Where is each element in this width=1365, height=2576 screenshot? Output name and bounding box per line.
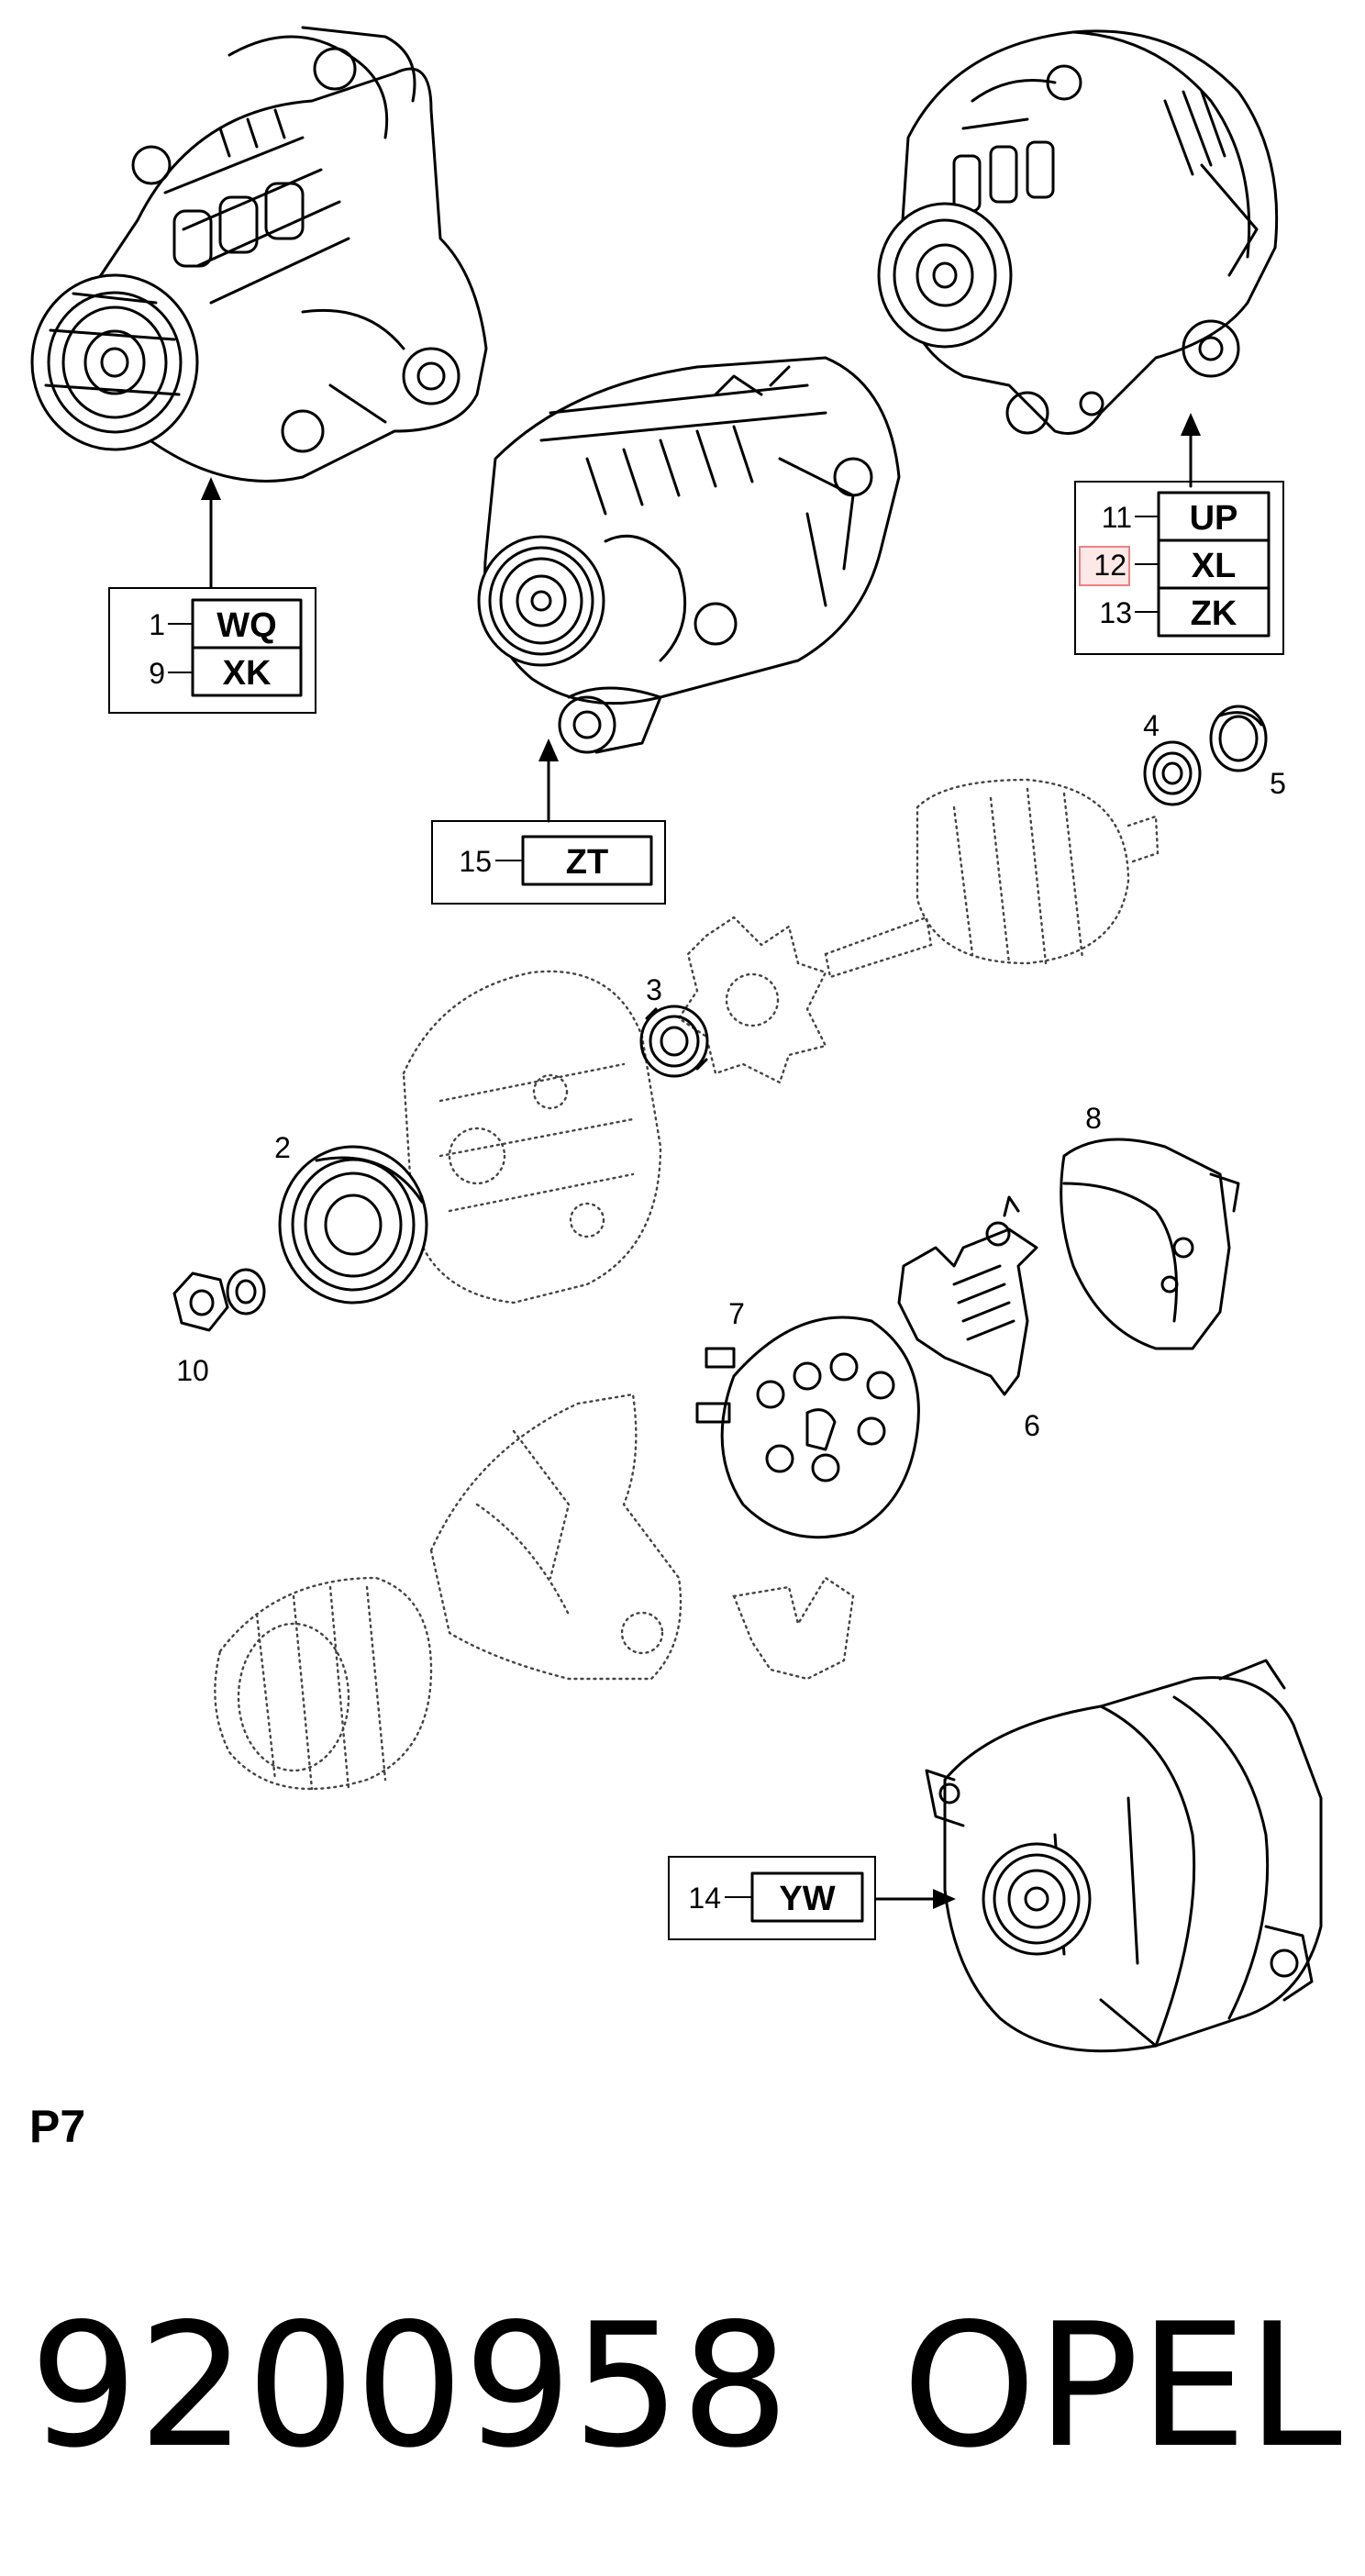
part-label-pulley: 2 bbox=[274, 1131, 291, 1164]
part-label-regulator: 6 bbox=[1024, 1409, 1040, 1442]
callout-number: 13 bbox=[1099, 596, 1132, 629]
variant-code: ZK bbox=[1191, 594, 1237, 633]
callout-frame bbox=[1074, 481, 1284, 655]
section-label: P7 bbox=[29, 2101, 85, 2152]
alternator-center-illustration bbox=[477, 356, 901, 754]
arrow-head-up-right bbox=[1181, 413, 1201, 436]
callout-number-highlighted: 12 bbox=[1093, 549, 1126, 582]
variant-code: ZT bbox=[566, 843, 608, 882]
callout-number: 11 bbox=[1102, 501, 1132, 534]
part-label-bearing-front: 3 bbox=[646, 973, 662, 1006]
callout-group-top-left: 1 9 WQ XK bbox=[108, 587, 316, 714]
variant-code: YW bbox=[779, 1880, 835, 1918]
arrow-head-up-center bbox=[538, 738, 559, 761]
part-number: 9200958 bbox=[29, 2286, 789, 2485]
part-label-rear-cover: 8 bbox=[1085, 1102, 1102, 1135]
variant-code: UP bbox=[1190, 499, 1238, 538]
callout-frame bbox=[108, 587, 316, 714]
alternator-bottom-illustration bbox=[925, 1659, 1323, 2053]
callout-group-top-right: 11 12 13 UP XL ZK bbox=[1074, 481, 1284, 655]
callout-group-bottom: 14 YW bbox=[668, 1856, 876, 1940]
part-label-bearing-rear: 4 bbox=[1143, 709, 1160, 742]
part-number-labels: 3 4 5 2 10 6 7 8 bbox=[176, 709, 1286, 1442]
callout-number: 9 bbox=[149, 657, 165, 690]
part-label-nut: 10 bbox=[176, 1354, 209, 1387]
callout-frame bbox=[431, 820, 666, 905]
brand-name: OPEL bbox=[902, 2286, 1342, 2485]
callout-number: 15 bbox=[459, 845, 492, 878]
callout-group-center: 15 ZT bbox=[431, 820, 666, 905]
variant-code: WQ bbox=[216, 606, 276, 645]
alternator-top-right-illustration bbox=[877, 29, 1279, 435]
variant-code: XL bbox=[1192, 547, 1237, 585]
arrow-head-right-bottom bbox=[933, 1889, 956, 1909]
exploded-parts bbox=[172, 705, 1268, 1791]
part-label-rectifier: 7 bbox=[728, 1297, 745, 1330]
callout-frame bbox=[668, 1856, 876, 1940]
highlight-box bbox=[1079, 546, 1130, 586]
alternator-top-left-illustration bbox=[30, 26, 488, 483]
callout-arrows bbox=[201, 413, 1201, 1909]
variant-code: XK bbox=[223, 654, 272, 693]
part-label-bearing-cover: 5 bbox=[1270, 767, 1286, 800]
callout-number: 1 bbox=[149, 608, 165, 641]
arrow-head-up-left bbox=[201, 477, 221, 500]
callout-number: 14 bbox=[688, 1882, 721, 1915]
